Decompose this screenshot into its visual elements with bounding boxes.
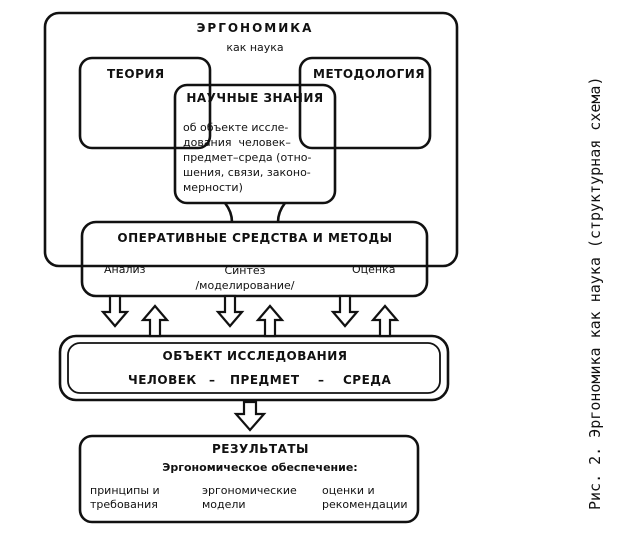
arrow-down-evaluation bbox=[330, 294, 360, 328]
object-human: ЧЕЛОВЕК bbox=[128, 373, 197, 387]
knowledge-title: НАУЧНЫЕ ЗНАНИЯ bbox=[186, 91, 324, 105]
results-principles: принципы и требования bbox=[90, 484, 160, 511]
knowledge-box bbox=[173, 83, 337, 205]
knowledge-body: об объекте иссле- дования человек– предм… bbox=[183, 121, 312, 194]
results-models: эргономические модели bbox=[202, 484, 297, 511]
ergonomics-title: ЭРГОНОМИКА bbox=[196, 21, 314, 35]
theory-label: ТЕОРИЯ bbox=[107, 67, 165, 81]
results-subtitle: Эргономическое обеспечение: bbox=[162, 461, 358, 474]
arrow-down-synthesis bbox=[215, 294, 245, 328]
theory-box bbox=[78, 56, 212, 150]
ergonomics-outer-frame bbox=[43, 11, 459, 268]
object-item: ПРЕДМЕТ bbox=[230, 373, 300, 387]
object-box-inner bbox=[67, 342, 441, 394]
figure-caption-text: Рис. 2. Эргономика как наука (структурна… bbox=[586, 76, 604, 510]
arrow-up-evaluation bbox=[370, 304, 400, 338]
methodology-box bbox=[298, 56, 432, 150]
operative-analysis: Анализ bbox=[104, 263, 146, 276]
knowledge-connector bbox=[223, 202, 287, 223]
arrow-down-analysis bbox=[100, 294, 130, 328]
ergonomics-subtitle: как наука bbox=[226, 41, 284, 54]
object-environment: СРЕДА bbox=[343, 373, 392, 387]
operative-synthesis: Синтез /моделирование/ bbox=[195, 264, 295, 292]
operative-title: ОПЕРАТИВНЫЕ СРЕДСТВА И МЕТОДЫ bbox=[117, 231, 393, 245]
results-title: РЕЗУЛЬТАТЫ bbox=[212, 442, 309, 456]
operative-box bbox=[80, 220, 429, 298]
object-dash-1: – bbox=[209, 373, 216, 387]
results-recommendations: оценки и рекомендации bbox=[322, 484, 408, 511]
object-dash-2: – bbox=[318, 373, 325, 387]
methodology-label: МЕТОДОЛОГИЯ bbox=[313, 67, 426, 81]
results-box bbox=[78, 434, 420, 524]
arrow-down-results bbox=[233, 400, 267, 432]
arrow-up-synthesis bbox=[255, 304, 285, 338]
arrow-up-analysis bbox=[140, 304, 170, 338]
object-title: ОБЪЕКТ ИССЛЕДОВАНИЯ bbox=[162, 349, 348, 363]
object-box-outer bbox=[58, 334, 450, 402]
operative-evaluation: Оценка bbox=[352, 263, 396, 276]
